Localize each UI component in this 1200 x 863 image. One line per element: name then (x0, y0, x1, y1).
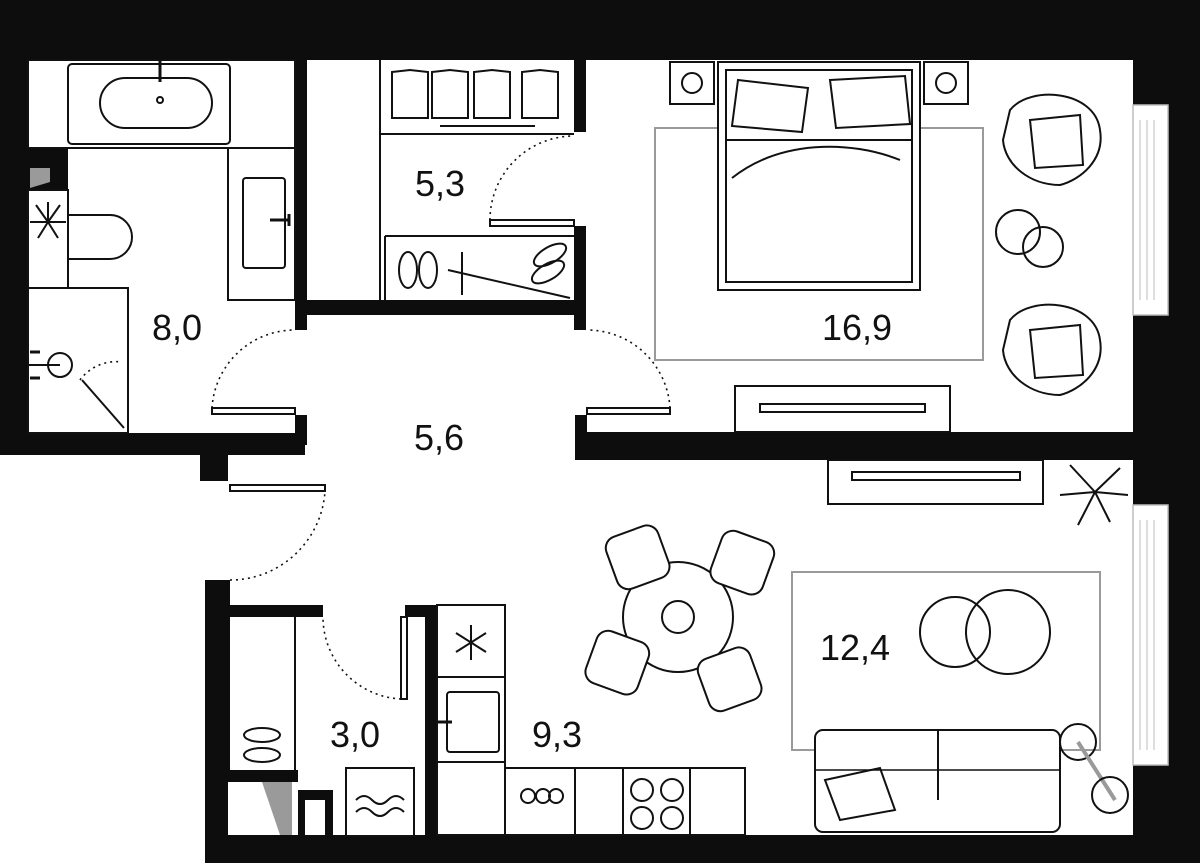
area-labels: 8,0 5,3 16,9 5,6 3,0 9,3 12,4 (152, 163, 892, 755)
floor-lamp-icon (1059, 723, 1129, 814)
slippers-icon-2 (530, 242, 568, 285)
armchair-icon (1001, 93, 1102, 187)
wardrobe (379, 60, 574, 300)
scooter-icon (447, 252, 571, 299)
washing-machine-icon (355, 795, 405, 817)
plant-icon (30, 202, 66, 239)
stove-icon (630, 778, 684, 830)
plant-icon-2 (1059, 464, 1129, 526)
bedroom (654, 61, 1102, 433)
slippers-icon (398, 251, 438, 289)
shirt-icon (391, 68, 559, 119)
storage-area-label: 3,0 (330, 714, 380, 755)
doors (79, 135, 671, 700)
slippers-icon-3 (243, 727, 281, 763)
storage (243, 617, 415, 837)
hallway-area-label: 5,6 (414, 417, 464, 458)
pillow-icon (730, 74, 912, 134)
kitchen-area-label: 9,3 (532, 714, 582, 755)
living-area-label: 12,4 (820, 627, 890, 668)
kitchen (436, 604, 746, 836)
nightstand-left (669, 61, 715, 105)
bathroom-area-label: 8,0 (152, 307, 202, 348)
bedroom-area-label: 16,9 (822, 307, 892, 348)
freezer-icon (455, 625, 487, 660)
side-table-icon (995, 209, 1064, 268)
sofa-icon (814, 729, 1061, 833)
living-room (584, 459, 1129, 833)
armchair-icon-2 (1001, 303, 1102, 397)
nightstand-right (923, 61, 969, 105)
wardrobe-area-label: 5,3 (415, 163, 465, 204)
dining-table-icon (584, 524, 776, 713)
windows (1132, 104, 1169, 766)
bathroom (27, 59, 296, 434)
dishwasher-icon (520, 788, 564, 804)
